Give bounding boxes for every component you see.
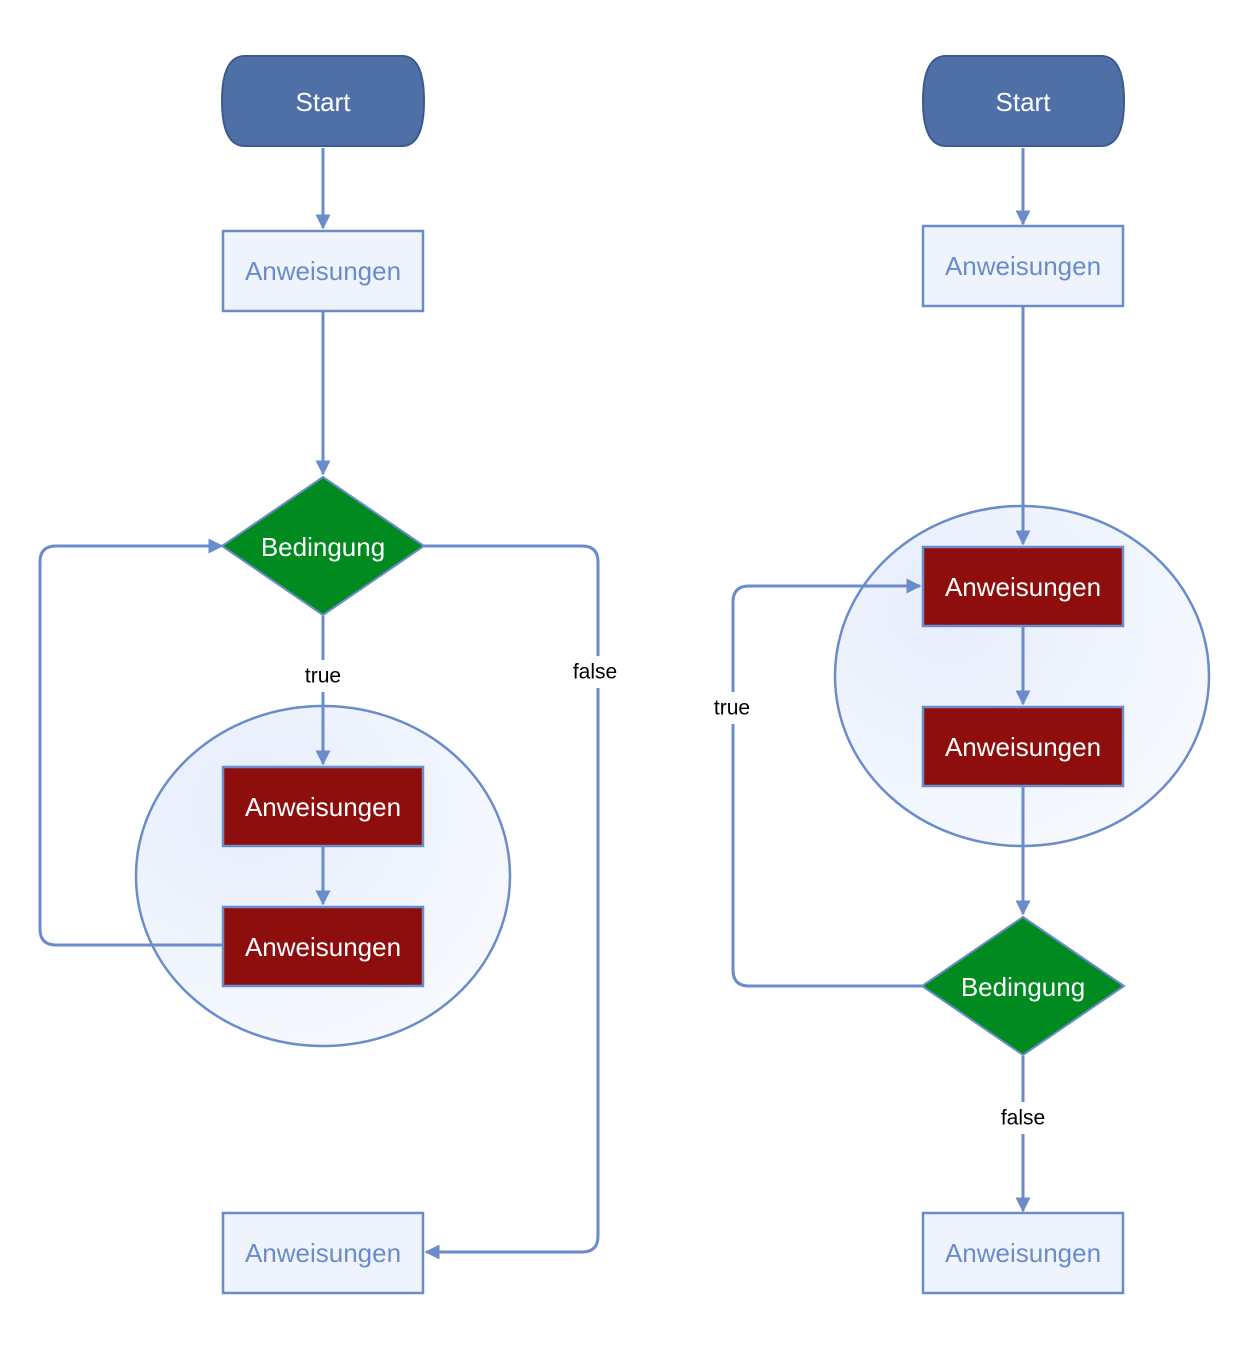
left-start-label: Start [296,87,352,117]
right-false-label: false [1001,1107,1045,1130]
right-before-statements-node: Anweisungen [921,224,1125,308]
left-body-statements-1-label: Anweisungen [245,792,401,822]
left-after-statements-label: Anweisungen [245,1238,401,1268]
right-body-statements-2-label: Anweisungen [945,732,1101,762]
left-edge-false [424,544,600,1260]
right-condition-node: Bedingung [920,915,1126,1057]
left-true-label: true [305,665,341,688]
left-false-label: false [573,661,617,684]
right-edge-loop-back [731,578,922,988]
left-body-statements-2-label: Anweisungen [245,932,401,962]
right-start-label: Start [996,87,1052,117]
left-before-statements-node: Anweisungen [221,229,425,313]
left-body-statements-2-node: Anweisungen [221,905,425,988]
left-condition-node: Bedingung [220,475,426,617]
right-after-statements-node: Anweisungen [921,1211,1125,1295]
right-body-statements-2-node: Anweisungen [921,705,1125,788]
left-start-node: Start [220,55,426,147]
right-body-statements-1-label: Anweisungen [945,572,1101,602]
left-before-statements-label: Anweisungen [245,256,401,286]
left-edge-loop-back [38,538,224,947]
left-condition-label: Bedingung [261,532,385,562]
right-true-label: true [714,697,750,720]
right-flowchart: Start Anweisungen Anweisungen Anweisunge… [703,55,1211,1295]
right-before-statements-label: Anweisungen [945,251,1101,281]
right-condition-label: Bedingung [961,972,1085,1002]
left-body-statements-1-node: Anweisungen [221,765,425,848]
right-after-statements-label: Anweisungen [945,1238,1101,1268]
left-after-statements-node: Anweisungen [221,1211,425,1295]
left-flowchart: Start Anweisungen Bedingung Anweisungen … [38,55,628,1295]
right-body-statements-1-node: Anweisungen [921,545,1125,628]
right-start-node: Start [921,55,1126,147]
